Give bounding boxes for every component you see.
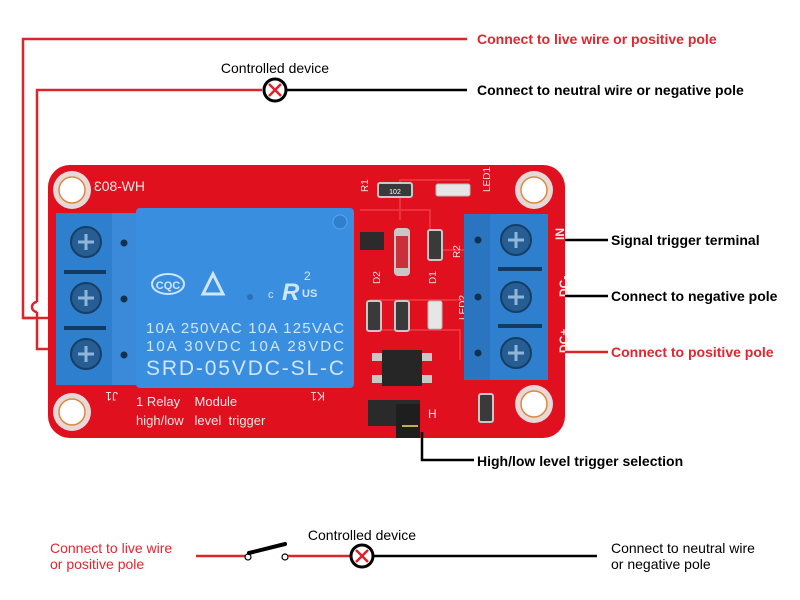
board-model-label: HW-803 [94, 178, 145, 194]
bottom-device-label: Controlled device [308, 527, 416, 543]
resistor [366, 300, 382, 332]
silk-j1: J1 [105, 389, 118, 403]
screw-icon [70, 226, 102, 258]
bottom-neutral-label-line-2: or negative pole [611, 556, 711, 572]
bottom-live-label-line-2: or positive pole [50, 556, 144, 572]
warning-triangle-icon [200, 270, 226, 296]
silk-led2: LED2 [458, 295, 469, 320]
positive-pole-label: Connect to positive pole [611, 344, 774, 360]
mounting-hole [515, 171, 553, 209]
silk-jumper-h: H [428, 407, 437, 421]
relay-part-number: SRD-05VDC-SL-C [146, 357, 344, 380]
jumper-label: High/low level trigger selection [477, 453, 683, 469]
signal-trigger-label: Signal trigger terminal [611, 232, 760, 248]
resistor [394, 300, 410, 332]
silk-r2: R2 [452, 245, 463, 258]
led1 [435, 183, 471, 197]
led2 [427, 300, 443, 330]
ul-number: 2 [304, 269, 311, 283]
screw-icon [500, 224, 532, 256]
silk-r1: R1 [360, 179, 371, 192]
top-device-label: Controlled device [221, 60, 329, 76]
lamp-x-icon [262, 77, 288, 103]
silk-k1: K1 [310, 389, 325, 403]
mounting-hole [53, 171, 91, 209]
resistor-r5 [478, 393, 494, 423]
diode-d1 [394, 228, 410, 276]
screw-icon [70, 282, 102, 314]
negative-pole-label: Connect to negative pole [611, 288, 778, 304]
terminal-block-power [464, 214, 548, 380]
screw-icon [70, 338, 102, 370]
pin-dc-plus: DC+ [557, 329, 571, 353]
mounting-hole [515, 385, 553, 423]
terminal-block-j1 [56, 213, 136, 385]
pin-dc-minus: DC- [557, 276, 571, 297]
relay-k1: CQC c R 2 US 10A 250VAC 10A 125VAC 10A 3… [136, 208, 354, 388]
screw-icon [500, 337, 532, 369]
top-neutral-label: Connect to neutral wire or negative pole [477, 82, 744, 98]
relay-board: HW-803 CQC c [48, 165, 571, 438]
relay-rating-line-2: 10A 30VDC 10A 28VDC [146, 338, 344, 355]
c-mark: c [268, 289, 274, 301]
switch-open-icon [244, 542, 289, 561]
silk-led1: LED1 [482, 167, 493, 192]
bottom-live-label-line-1: Connect to live wire [50, 540, 172, 556]
jumper-j2[interactable] [368, 400, 420, 438]
lamp-x-icon [349, 543, 375, 569]
pin-in: IN [553, 228, 567, 240]
top-live-label: Connect to live wire or positive pole [477, 31, 717, 47]
ul-mark: R [282, 279, 300, 306]
jumper-leader [420, 432, 474, 462]
us-mark: US [302, 288, 317, 300]
resistor-r2 [427, 229, 443, 261]
resistor-r1: 102 [377, 182, 413, 198]
transistor [360, 232, 384, 250]
silk-d1: D1 [428, 271, 439, 284]
mounting-hole [53, 393, 91, 431]
cqc-mark: CQC [156, 280, 181, 292]
silk-d2: D2 [372, 271, 383, 284]
relay-rating-line-1: 10A 250VAC 10A 125VAC [146, 320, 344, 337]
module-title-line-2: high/low level trigger [136, 413, 266, 428]
svg-text:102: 102 [389, 189, 401, 196]
optocoupler [372, 350, 432, 386]
screw-icon [500, 281, 532, 313]
bottom-neutral-label-line-1: Connect to neutral wire [611, 540, 755, 556]
module-title-line-1: 1 Relay Module [136, 394, 237, 409]
